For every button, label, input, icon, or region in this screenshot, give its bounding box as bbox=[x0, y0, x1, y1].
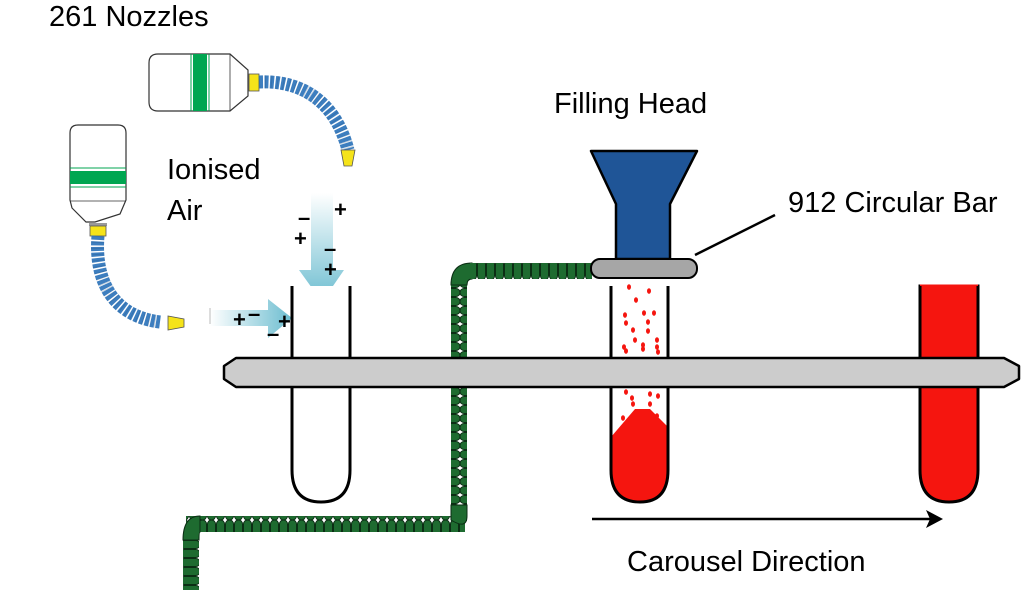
top-nozzle-stripe bbox=[193, 54, 207, 111]
powder-particle bbox=[623, 312, 627, 318]
powder-particle bbox=[655, 344, 659, 350]
powder-particle bbox=[621, 415, 625, 421]
left-nozzle bbox=[69, 124, 185, 331]
powder-fill bbox=[611, 409, 668, 502]
left-nozzle-hose bbox=[91, 235, 162, 329]
powder-particle bbox=[647, 288, 651, 294]
powder-particle bbox=[656, 349, 660, 355]
powder-particle bbox=[631, 401, 635, 407]
powder-particle bbox=[627, 284, 631, 290]
powder-particle bbox=[648, 391, 652, 397]
charge-sign: – bbox=[298, 205, 310, 230]
powder-particle bbox=[631, 327, 635, 333]
top-nozzle bbox=[148, 53, 356, 167]
circular-bar-leader-line bbox=[694, 213, 776, 257]
charge-signs: + – + – + – + – + – bbox=[233, 197, 347, 346]
circular-bar[interactable] bbox=[590, 258, 698, 279]
powder-particle bbox=[646, 328, 650, 334]
powder-particle bbox=[656, 393, 660, 399]
ionised-air-label-line1: Ionised bbox=[167, 154, 261, 186]
filled-tube bbox=[918, 284, 980, 504]
nozzles-label: 261 Nozzles bbox=[49, 1, 209, 33]
carousel-direction-label: Carousel Direction bbox=[627, 546, 866, 578]
circular-bar-label: 912 Circular Bar bbox=[788, 187, 998, 219]
filling-head-label: Filling Head bbox=[554, 88, 708, 120]
carousel-rail bbox=[222, 356, 1021, 389]
powder-particle bbox=[641, 342, 645, 348]
empty-tube bbox=[290, 286, 352, 504]
vertical-air-stream bbox=[299, 193, 344, 302]
charge-sign: + bbox=[294, 226, 307, 251]
powder-particle bbox=[634, 297, 638, 303]
charge-sign: – bbox=[267, 321, 279, 346]
charge-sign: – bbox=[324, 236, 336, 261]
powder-particle bbox=[633, 337, 637, 343]
charge-sign: + bbox=[233, 307, 246, 332]
top-nozzle-hose bbox=[258, 75, 355, 152]
powder-particles bbox=[621, 284, 660, 421]
powder-particle bbox=[648, 401, 652, 407]
charge-sign: + bbox=[324, 257, 337, 282]
horizontal-air-stream bbox=[209, 299, 292, 338]
powder-particle bbox=[624, 320, 628, 326]
powder-particle bbox=[624, 348, 628, 354]
powder-particle bbox=[655, 413, 659, 419]
powder-particle bbox=[655, 337, 659, 343]
filling-tube bbox=[609, 284, 670, 504]
filling-head-funnel bbox=[589, 149, 699, 261]
left-nozzle-stripe bbox=[70, 171, 126, 184]
top-nozzle-collar bbox=[248, 73, 260, 92]
carousel-direction-arrow bbox=[592, 510, 943, 528]
ionised-air-label-line2: Air bbox=[167, 195, 203, 227]
top-nozzle-tip bbox=[340, 149, 356, 167]
charge-sign: – bbox=[248, 301, 260, 326]
powder-particle bbox=[624, 389, 628, 395]
powder-particle bbox=[630, 395, 634, 401]
left-nozzle-collar bbox=[89, 225, 107, 237]
powder-particle bbox=[646, 319, 650, 325]
powder-particle bbox=[641, 346, 645, 352]
charge-sign: + bbox=[278, 309, 291, 334]
powder-particle bbox=[642, 310, 646, 316]
powder-particle bbox=[652, 310, 656, 316]
powder-particle bbox=[622, 344, 626, 350]
charge-sign: + bbox=[334, 197, 347, 222]
green-hose bbox=[182, 262, 592, 590]
left-nozzle-tip bbox=[167, 315, 185, 331]
